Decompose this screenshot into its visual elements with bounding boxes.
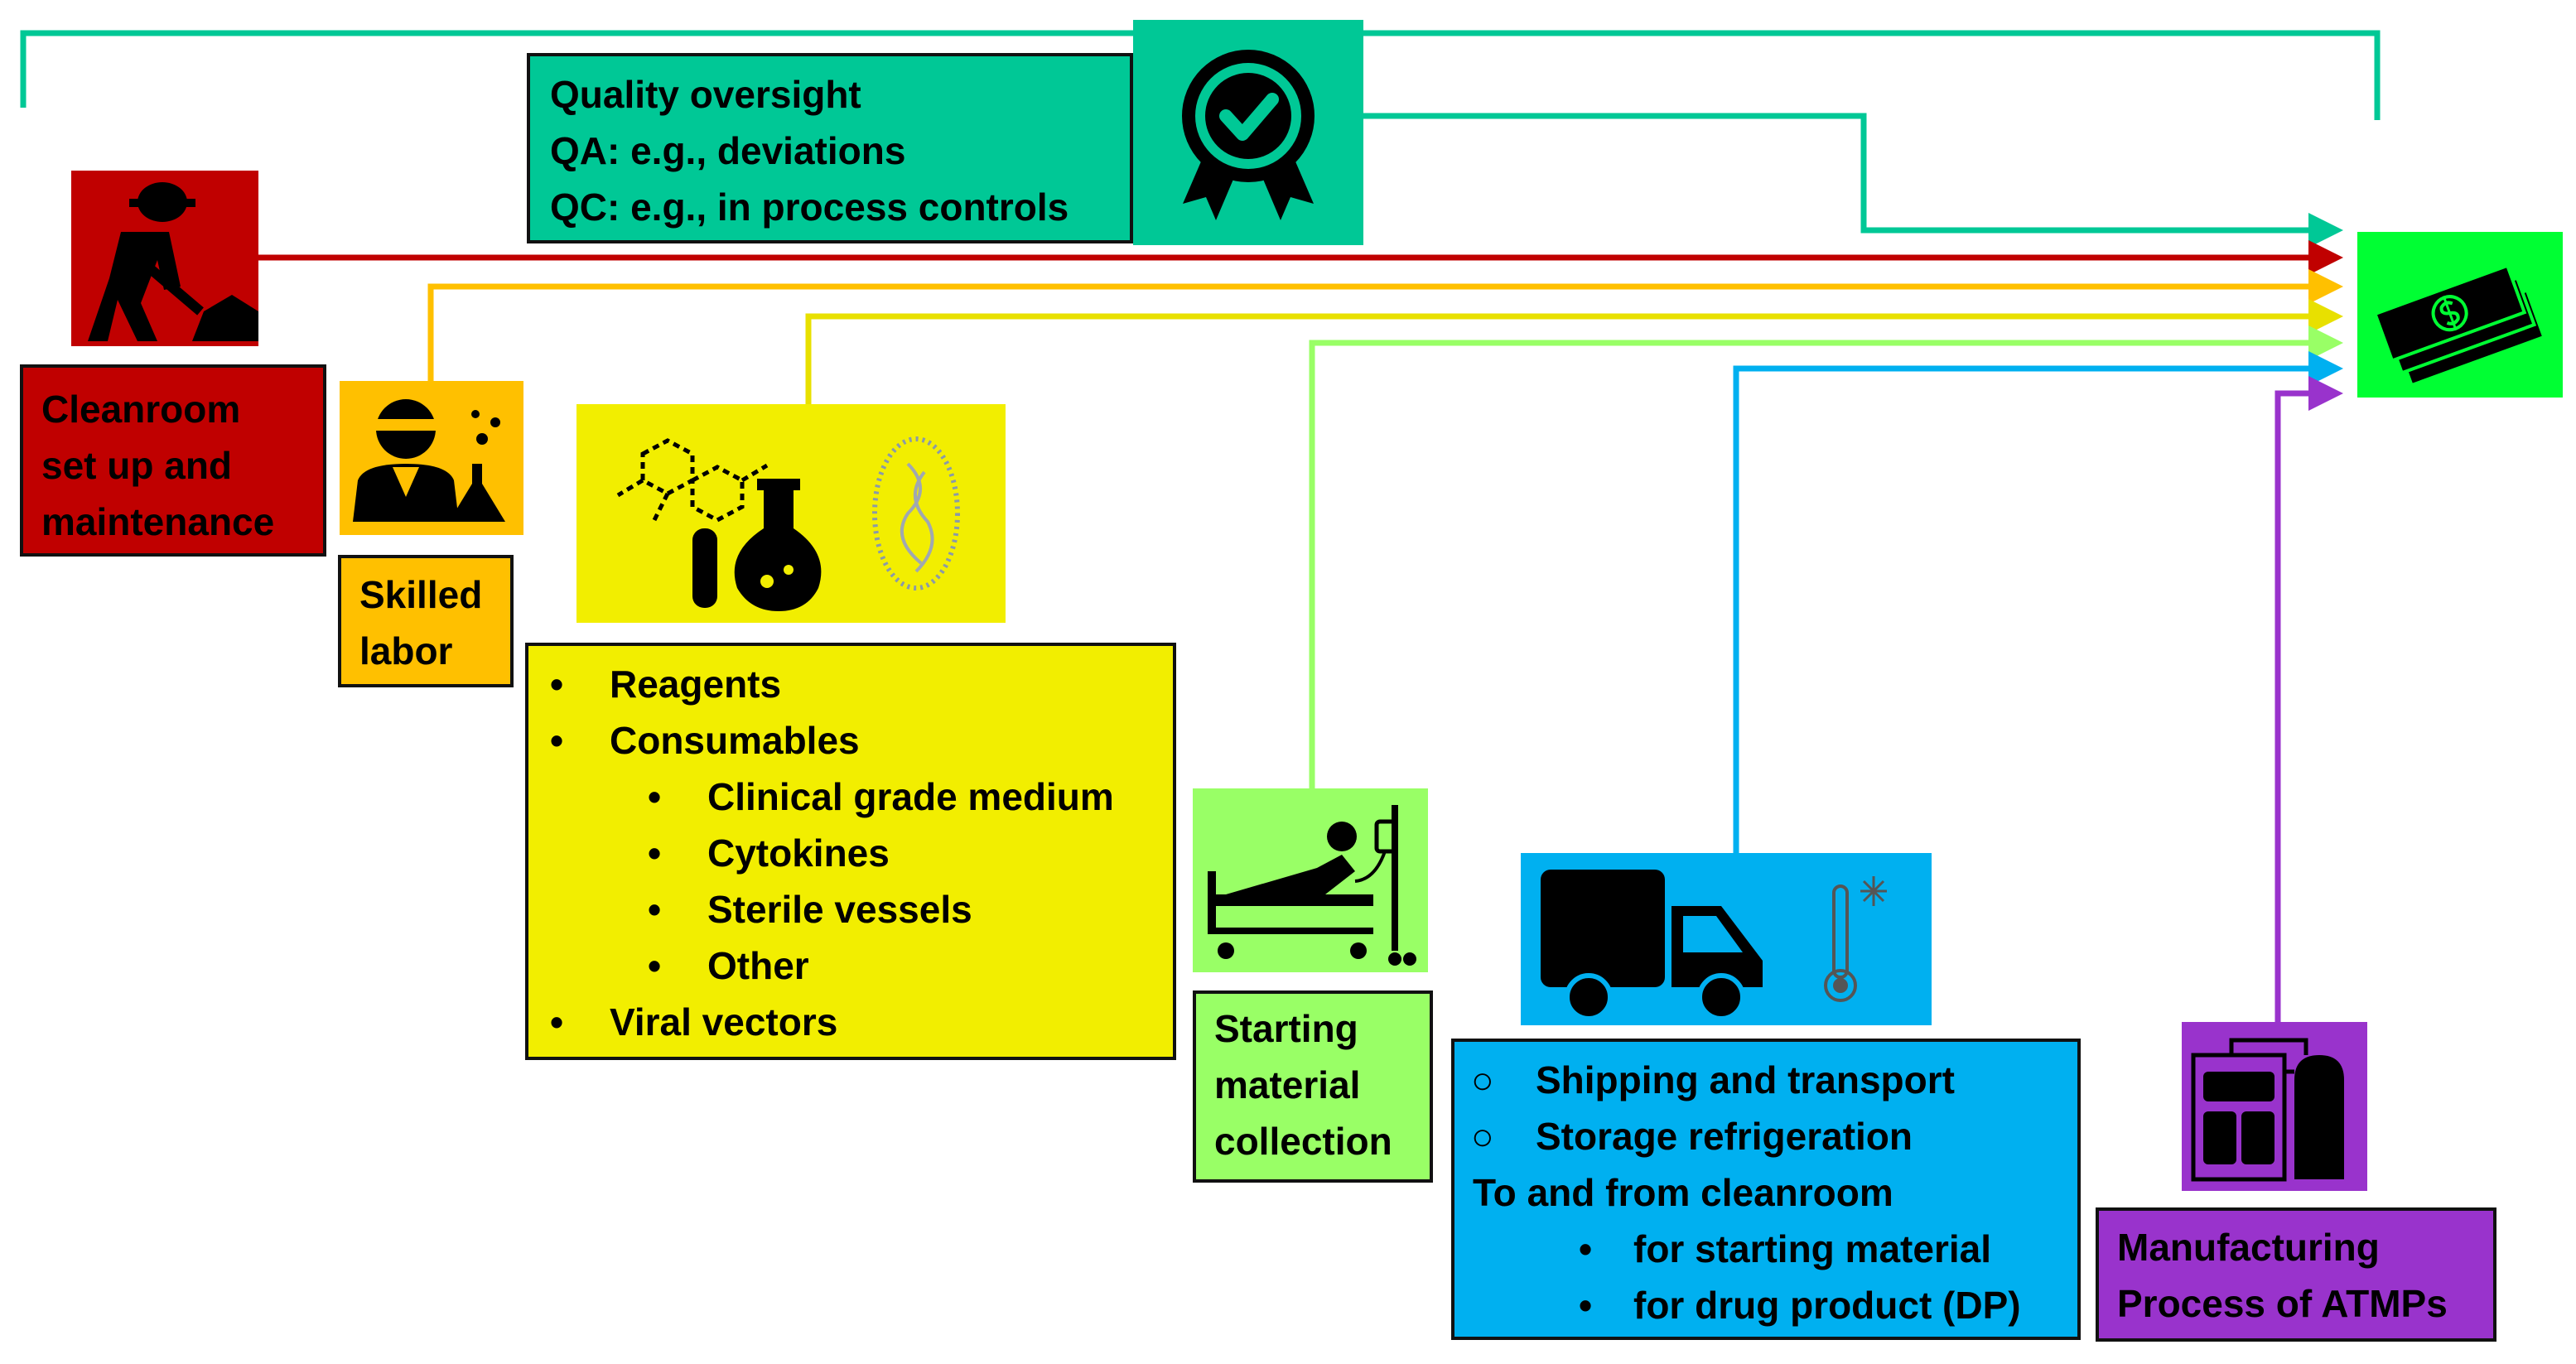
manufacturing-box: Manufacturing Process of ATMPs: [2096, 1207, 2496, 1342]
shipping-item-2: Storage refrigeration: [1454, 1108, 2077, 1164]
shipping-item-4: for starting material: [1454, 1221, 2077, 1277]
arrow-reagents: [805, 299, 2343, 406]
arrow-labor: [427, 269, 2343, 381]
money-stack-icon: [2372, 263, 2546, 388]
shipping-item-1: Shipping and transport: [1454, 1052, 2077, 1108]
cost-icon-panel: [2357, 232, 2563, 398]
shipping-icon-panel: [1521, 853, 1932, 1025]
starting-line-3: collection: [1214, 1120, 1392, 1163]
reagents-icon-panel: [576, 404, 1006, 623]
quality-line-3: QC: e.g., in process controls: [550, 186, 1069, 229]
starting-line-1: Starting: [1214, 1007, 1358, 1050]
molecule-flask-icon: [616, 438, 822, 611]
shipping-item-5: for drug product (DP): [1454, 1277, 2077, 1333]
shipping-box: Shipping and transport Storage refrigera…: [1451, 1039, 2081, 1340]
quality-line-1: Quality oversight: [550, 73, 861, 116]
thermometer-snowflake-icon: [1824, 876, 1887, 1002]
bioreactor-equipment-icon: [2191, 1038, 2344, 1182]
cleanroom-icon-panel: [71, 171, 258, 346]
truck-icon: [1541, 870, 1763, 1021]
reagents-item-5: Sterile vessels: [528, 881, 1173, 937]
reagents-item-6: Other: [528, 937, 1173, 994]
worker-shovel-icon: [88, 182, 258, 341]
labor-line-1: Skilled: [359, 573, 483, 616]
arrow-quality: [1358, 113, 2343, 248]
reagents-item-7: Viral vectors: [528, 994, 1173, 1050]
arrow-starting: [1309, 325, 2343, 791]
virus-icon: [872, 436, 960, 590]
labor-icon-panel: [340, 381, 523, 535]
cleanroom-line-1: Cleanroom: [41, 388, 241, 431]
labor-box: Skilled labor: [338, 555, 514, 687]
reagents-item-2: Consumables: [528, 712, 1173, 769]
cleanroom-box: Cleanroom set up and maintenance: [20, 364, 326, 557]
reagents-item-4: Cytokines: [528, 825, 1173, 881]
quality-line-2: QA: e.g., deviations: [550, 129, 906, 172]
arrow-shipping: [1733, 351, 2343, 855]
reagents-item-1: Reagents: [528, 656, 1173, 712]
manufacturing-line-2: Process of ATMPs: [2117, 1282, 2448, 1325]
reagents-item-3: Clinical grade medium: [528, 769, 1173, 825]
starting-icon-panel: [1193, 788, 1428, 972]
labor-line-2: labor: [359, 629, 453, 672]
shipping-item-3: To and from cleanroom: [1473, 1171, 1893, 1214]
quality-icon-panel: [1133, 20, 1363, 245]
cleanroom-line-2: set up and: [41, 444, 233, 487]
arrow-manufacturing: [2275, 376, 2343, 1027]
starting-box: Starting material collection: [1193, 990, 1433, 1183]
manufacturing-line-1: Manufacturing: [2117, 1226, 2380, 1269]
manufacturing-icon-panel: [2182, 1022, 2367, 1191]
award-ribbon-check-icon: [1182, 50, 1315, 220]
shipping-list: Shipping and transport Storage refrigera…: [1454, 1052, 2077, 1333]
cleanroom-line-3: maintenance: [41, 500, 275, 543]
reagents-box: Reagents Consumables Clinical grade medi…: [525, 643, 1176, 1060]
quality-oversight-box: Quality oversight QA: e.g., deviations Q…: [527, 53, 1133, 243]
starting-line-2: material: [1214, 1063, 1361, 1106]
patient-bed-iv-icon: [1208, 805, 1416, 966]
reagents-list: Reagents Consumables Clinical grade medi…: [528, 656, 1173, 1050]
scientist-flask-icon: [353, 399, 505, 522]
